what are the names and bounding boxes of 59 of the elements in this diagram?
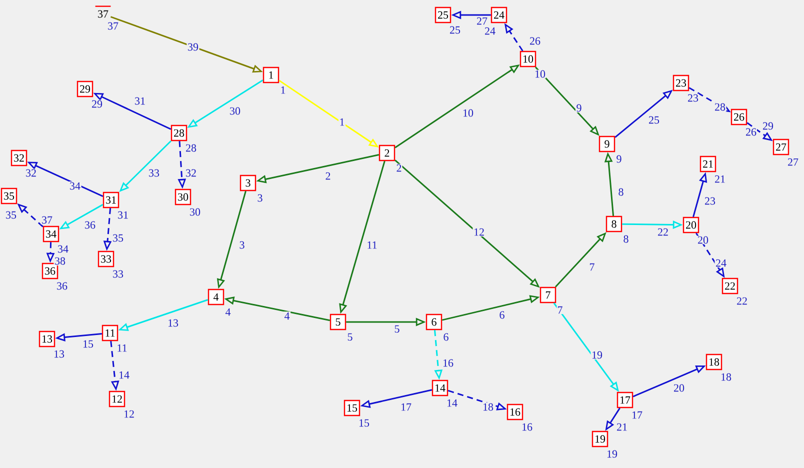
edge-label: 15 <box>82 340 94 348</box>
edge-label: 36 <box>84 220 96 230</box>
edge-label: 19 <box>590 350 604 360</box>
bus-box: 5 <box>330 314 346 330</box>
edge-label: 11 <box>366 240 378 250</box>
bus-box: 11 <box>102 324 118 342</box>
bus-box: 24 <box>490 6 508 24</box>
bus-box: 9 <box>598 136 616 152</box>
edge-label: 25 <box>648 116 660 124</box>
bus-box: 2 <box>378 144 396 162</box>
bus-box: 37 <box>95 6 111 22</box>
bus-box: 8 <box>606 216 622 232</box>
edge-label: 31 <box>134 96 146 106</box>
bus-box: 12 <box>108 390 126 408</box>
edge-label: 23 <box>704 196 716 206</box>
edge-label: 8 <box>617 187 625 196</box>
bus-box: 6 <box>426 314 442 330</box>
edge-label: 17 <box>400 402 412 412</box>
edge-label: 34 <box>68 182 82 190</box>
bus-box: 4 <box>208 288 224 306</box>
edge-label: 21 <box>616 422 628 432</box>
edge-label: 29 <box>762 122 774 130</box>
edge-label: 35 <box>112 234 124 242</box>
bus-box: 3 <box>240 174 256 192</box>
bus-box: 10 <box>520 50 536 68</box>
edge-label: 39 <box>186 42 200 52</box>
edge-label: 22 <box>656 228 670 236</box>
edge-label: 27 <box>476 16 488 26</box>
bus-box: 28 <box>170 124 188 142</box>
bus-box: 29 <box>76 80 94 98</box>
edge-label: 33 <box>148 168 160 178</box>
bus-box: 35 <box>0 188 18 204</box>
edge-label: 26 <box>528 36 542 46</box>
bus-box: 33 <box>98 250 114 268</box>
bus-box: 13 <box>38 330 56 348</box>
bus-box: 26 <box>730 108 748 126</box>
edge-label: 12 <box>472 228 486 236</box>
bus-box: 27 <box>772 138 790 156</box>
edge-label: 14 <box>118 370 130 380</box>
bus-box: 30 <box>174 188 192 206</box>
bus-box: 18 <box>706 354 722 370</box>
bus-box: 1 <box>262 66 280 84</box>
bus-box: 21 <box>700 156 716 172</box>
edge-label: 37 <box>40 216 54 224</box>
bus-box: 14 <box>432 380 448 396</box>
bus-box: 17 <box>616 392 634 408</box>
bus-box: 15 <box>344 400 360 416</box>
bus-box: 16 <box>506 404 524 420</box>
bus-box: 32 <box>10 150 28 166</box>
bus-box: 20 <box>682 216 700 234</box>
bus-box: 25 <box>434 6 452 24</box>
bus-box: 23 <box>672 74 690 92</box>
bus-box: 19 <box>592 430 608 448</box>
bus-box: 31 <box>102 192 120 208</box>
bus-box: 34 <box>42 226 60 242</box>
edge-label: 32 <box>184 168 198 178</box>
bus-box: 7 <box>540 286 556 304</box>
edge-label: 24 <box>714 258 728 268</box>
bus-box: 22 <box>722 278 738 294</box>
